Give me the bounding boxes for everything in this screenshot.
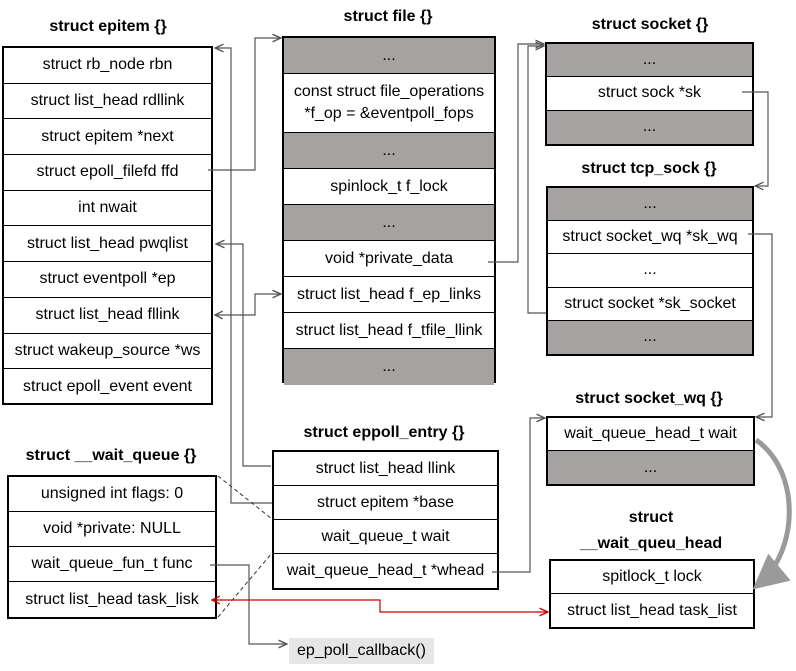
fllink-f-ep-links-link — [215, 294, 281, 315]
wait-queue-head-field-task-list: struct list_head task_list — [567, 601, 737, 619]
ffd-to-file-arrow — [208, 38, 281, 171]
private-data-to-socket-arrow — [488, 44, 544, 263]
socket-wq-title: struct socket_wq {} — [575, 390, 723, 407]
eppoll-entry-field-wait: wait_queue_t wait — [274, 520, 497, 554]
wait-queue-field-private: void *private: NULL — [9, 512, 215, 547]
tcp-sock-struct: ... struct socket_wq *sk_wq ... struct s… — [546, 186, 754, 356]
socket-field-ellipsis: ... — [547, 110, 752, 144]
socket-wq-struct: wait_queue_head_t wait ... — [546, 416, 755, 486]
socket-struct: ... struct sock *sk ... — [545, 42, 754, 146]
file-struct: ... const struct file_operations *f_op =… — [282, 36, 496, 385]
wait-queue-title: struct __wait_queue {} — [25, 447, 197, 464]
tcp-sock-field-ellipsis: ... — [548, 320, 752, 354]
file-field-f-lock: spinlock_t f_lock — [284, 169, 494, 205]
wait-queue-head-struct: spitlock_t lock struct list_head task_li… — [549, 559, 755, 629]
epitem-field-rbn: struct rb_node rbn — [4, 48, 211, 84]
sk-wq-to-socket-wq-arrow — [748, 233, 773, 417]
file-field-f-op: const struct file_operations *f_op = &ev… — [284, 74, 494, 133]
epitem-field-ws: struct wakeup_source *ws — [4, 334, 211, 370]
epitem-field-fllink: struct list_head fllink — [4, 298, 211, 334]
sk-socket-to-socket-arrow — [527, 46, 546, 314]
epitem-field-ep: struct eventpoll *ep — [4, 262, 211, 298]
tcp-sock-field-sk-socket: struct socket *sk_socket — [548, 288, 752, 321]
tcp-sock-field-sk-wq: struct socket_wq *sk_wq — [548, 221, 752, 255]
task-list-link — [212, 600, 548, 612]
file-field-f-tfile-llink: struct list_head f_tfile_llink — [284, 313, 494, 349]
file-field-f-op-line1: const struct file_operations — [293, 83, 485, 100]
socket-field-sk: struct sock *sk — [547, 77, 752, 111]
eppoll-entry-title: struct eppoll_entry {} — [303, 424, 465, 441]
wait-queue-field-func: wait_queue_fun_t func — [9, 547, 215, 582]
wait-queue-head-title-line1: struct — [628, 509, 674, 526]
wait-embed-dashed-line — [217, 475, 273, 520]
file-title: struct file {} — [343, 8, 433, 25]
eppoll-entry-struct: struct list_head llink struct epitem *ba… — [272, 450, 499, 590]
wait-queue-head-field-lock: spitlock_t lock — [551, 561, 753, 594]
sk-to-tcp-sock-arrow — [742, 91, 769, 186]
wait-embed-dashed-line — [217, 552, 273, 618]
epitem-field-event: struct epoll_event event — [23, 378, 192, 396]
epitem-field-nwait: int nwait — [4, 191, 211, 227]
epitem-field-next: struct epitem *next — [4, 119, 211, 156]
wait-queue-struct: unsigned int flags: 0 void *private: NUL… — [7, 475, 217, 619]
socket-field-ellipsis: ... — [547, 44, 752, 78]
socket-wq-field-ellipsis: ... — [548, 451, 753, 484]
epitem-field-ffd: struct epoll_filefd ffd — [4, 155, 211, 191]
llink-to-pwqlist-arrow — [216, 244, 271, 467]
func-to-callback-arrow — [210, 564, 287, 644]
wait-queue-field-task-lisk: struct list_head task_lisk — [25, 590, 199, 608]
file-field-ellipsis: ... — [284, 133, 494, 169]
epitem-title: struct epitem {} — [49, 18, 167, 35]
file-field-ellipsis: ... — [284, 205, 494, 241]
ep-poll-callback-label: ep_poll_callback() — [289, 638, 434, 664]
file-field-f-op-line2: *f_op = &eventpoll_fops — [304, 105, 474, 122]
tcp-sock-title: struct tcp_sock {} — [581, 160, 717, 177]
epitem-struct: struct rb_node rbn struct list_head rdll… — [2, 46, 213, 405]
file-field-f-ep-links: struct list_head f_ep_links — [284, 277, 494, 313]
file-field-ellipsis: ... — [284, 349, 494, 385]
epitem-field-rdllink: struct list_head rdllink — [4, 84, 211, 120]
file-field-ellipsis: ... — [284, 38, 494, 74]
epitem-field-pwqlist: struct list_head pwqlist — [4, 226, 211, 263]
socket-title: struct socket {} — [591, 16, 709, 33]
eppoll-entry-field-whead: wait_queue_head_t *whead — [286, 562, 485, 579]
file-field-private-data: void *private_data — [284, 241, 494, 277]
eppoll-entry-field-base: struct epitem *base — [274, 486, 497, 520]
eppoll-entry-field-llink: struct list_head llink — [274, 452, 497, 486]
socket-wq-field-wait: wait_queue_head_t wait — [548, 418, 753, 451]
tcp-sock-field-ellipsis: ... — [548, 254, 752, 288]
wait-to-wait-queue-head-curve — [752, 437, 792, 590]
whead-to-socket-wq-arrow — [492, 418, 545, 573]
wait-queue-field-flags: unsigned int flags: 0 — [9, 477, 215, 512]
tcp-sock-field-ellipsis: ... — [548, 188, 752, 222]
